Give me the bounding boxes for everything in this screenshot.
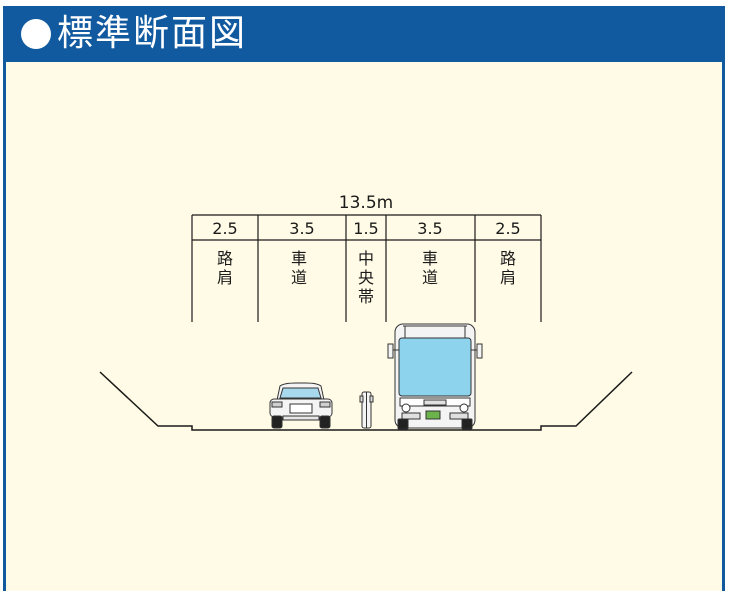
top-strip <box>0 0 731 8</box>
col-label-4b: 道 <box>422 268 438 287</box>
bus-illustration <box>387 323 483 430</box>
col-label-3b: 央 <box>358 268 374 287</box>
col-label-5a: 路 <box>500 249 516 268</box>
col-width-3: 1.5 <box>353 219 378 238</box>
column-separators <box>191 215 542 322</box>
col-width-4: 3.5 <box>417 219 442 238</box>
col-label-1b: 肩 <box>217 268 233 287</box>
col-label-3a: 中 <box>358 249 374 268</box>
col-label-4a: 車 <box>422 249 438 268</box>
col-width-5: 2.5 <box>495 219 520 238</box>
col-label-1a: 路 <box>217 249 233 268</box>
page-title-text: 標準断面図 <box>57 13 248 54</box>
median-barrier <box>359 391 374 429</box>
col-label-3c: 帯 <box>358 287 374 306</box>
col-label-2a: 車 <box>291 249 307 268</box>
panel-frame <box>3 6 725 591</box>
car-illustration <box>269 382 333 429</box>
road-surface-line <box>99 371 633 431</box>
col-label-2b: 道 <box>291 268 307 287</box>
col-label-5b: 肩 <box>500 268 516 287</box>
total-width-label: 13.5m <box>339 193 393 213</box>
bullet-icon <box>21 19 51 49</box>
col-width-1: 2.5 <box>212 219 237 238</box>
page-title: 標準断面図 <box>21 12 247 56</box>
header-bar: 標準断面図 <box>3 6 725 62</box>
col-width-2: 3.5 <box>289 219 314 238</box>
